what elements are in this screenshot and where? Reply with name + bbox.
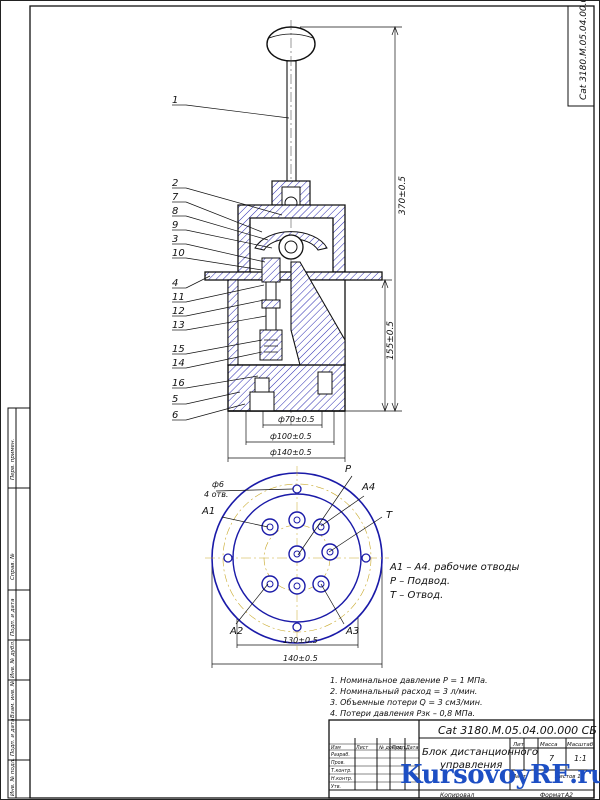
title-row-label: Н.контр. (331, 776, 352, 782)
port-label-a3: A3 (345, 626, 359, 637)
side-stamp-label: Перв. примен. (10, 438, 16, 480)
title-code: Cat 3180.M.05.04.00.000 СБ (438, 724, 597, 737)
part-label: 12 (172, 306, 185, 317)
title-row-label: Изм (331, 745, 341, 751)
dim-hole-count: 4 отв. (204, 490, 228, 499)
inner-frame (29, 5, 595, 799)
title-row-label: № докум. (378, 745, 403, 751)
dim-body-height: 155±0.5 (386, 321, 396, 360)
dim-plan-dia: 140±0.5 (283, 654, 318, 663)
title-row-label: Утв. (331, 784, 341, 790)
dim-d100: ф100±0.5 (270, 432, 312, 441)
part-leaders (172, 104, 290, 421)
title-line-2: управления (439, 760, 502, 771)
port-leaders (215, 475, 383, 625)
part-label: 8 (172, 206, 178, 217)
sheets-label: Листов 1 (554, 774, 581, 780)
side-stamp-label: Инв. № подл. (10, 758, 16, 796)
part-label: 6 (172, 410, 178, 421)
part-label: 10 (172, 248, 185, 259)
part-label: 16 (172, 378, 185, 389)
part-label: 1 (172, 95, 178, 106)
legend-line-1: А1 – А4. рабочие отводы (389, 561, 519, 573)
kopir-label: Копировал (440, 792, 474, 799)
title-row-label: Дата (405, 745, 418, 751)
dim-d70: ф70±0.5 (278, 415, 314, 424)
part-label: 5 (172, 394, 178, 405)
title-row-label: Т.контр. (331, 768, 352, 774)
title-row-label: Лист (355, 745, 368, 751)
mass-label: Масса (540, 742, 558, 748)
port-label-a1: A1 (201, 506, 215, 517)
title-row-label: Пров. (331, 760, 345, 766)
watermark-brand: KursovoyRF (400, 760, 570, 790)
part-label: 3 (172, 234, 178, 245)
title-block (328, 719, 595, 799)
note-2: 2. Номинальный расход = 3 л/мин. (330, 687, 477, 696)
sheet-label: Лист (511, 774, 527, 780)
watermark: KursovoyRF.ru (400, 760, 600, 798)
side-stamp-label: Справ. № (10, 553, 16, 580)
part-label: 14 (172, 358, 185, 369)
part-label: 11 (172, 292, 185, 303)
dim-d140: ф140±0.5 (270, 448, 312, 457)
section-dimensions (211, 26, 402, 668)
part-label: 7 (172, 192, 179, 203)
part-label: 15 (172, 344, 185, 355)
lever-rod (286, 60, 297, 184)
port-label-a4: A4 (361, 482, 375, 493)
side-stamp-label: Инв. № дубл. (10, 640, 16, 678)
part-label: 2 (172, 178, 178, 189)
side-stamp-label: Взам. инв. № (10, 680, 16, 718)
title-line-1: Блок дистанционного (422, 747, 538, 758)
part-label: 4 (172, 278, 178, 289)
note-3: 3. Объемные потери Q = 3 см3/мин. (330, 698, 483, 707)
side-stamp-label: Подп. и дата (10, 718, 16, 756)
lit-label: Лит (512, 742, 525, 748)
top-stamp-code: Cat 3180.M.05.04.00.000 СБ (579, 0, 589, 100)
note-1: 1. Номинальное давление Р = 1 МПа. (330, 676, 488, 685)
note-4: 4. Потери давления Рзк – 0,8 МПа. (330, 709, 475, 718)
mass-value: 7 (549, 754, 555, 763)
scale-label: Масштаб (567, 742, 594, 748)
side-stamp-label: Подп. и дата (10, 598, 16, 636)
title-row-label: Разраб. (331, 752, 350, 758)
left-stamp (7, 407, 31, 799)
part-label: 9 (172, 220, 178, 231)
format-value: А2 (564, 792, 573, 799)
plan-ports (261, 511, 339, 595)
dim-hole-dia: ф6 (212, 480, 224, 489)
port-label-a2: A2 (229, 626, 243, 637)
part-label: 13 (172, 320, 185, 331)
legend-line-3: Т – Отвод. (390, 590, 443, 601)
scale-value: 1:1 (574, 754, 587, 763)
dim-pcd: 130±0.5 (283, 636, 318, 645)
legend-line-2: Р – Подвод. (390, 576, 450, 587)
section-view (204, 20, 383, 425)
port-label-t: T (386, 510, 393, 521)
watermark-suffix: .ru (569, 760, 600, 789)
title-row-label: Подп. (392, 745, 407, 751)
dim-total-height: 370±0.5 (398, 176, 408, 215)
format-label: Формат (540, 792, 565, 799)
port-label-p: P (345, 464, 352, 475)
top-stamp: Cat 3180.M.05.04.00.000 СБ (567, 0, 595, 107)
